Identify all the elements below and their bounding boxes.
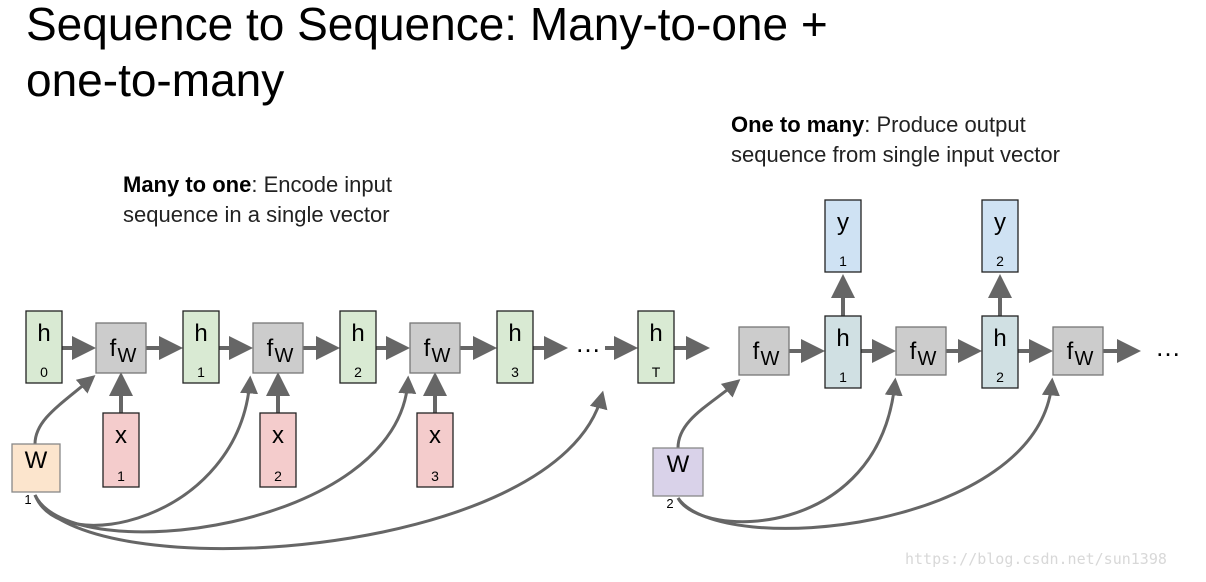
- svg-text:y: y: [994, 209, 1006, 236]
- svg-text:h: h: [194, 320, 207, 347]
- svg-text:h: h: [37, 320, 50, 347]
- svg-text:1: 1: [117, 468, 125, 484]
- svg-text:W: W: [25, 447, 48, 474]
- svg-text:f: f: [424, 335, 431, 362]
- svg-text:T: T: [652, 364, 661, 380]
- svg-text:y: y: [837, 209, 849, 236]
- many-to-one-caption: Many to one: Encode input sequence in a …: [123, 170, 392, 230]
- svg-text:3: 3: [431, 468, 439, 484]
- decoder-h-1-node: h1: [824, 315, 862, 389]
- encoder-h-T-node: hT: [637, 310, 675, 384]
- svg-text:W: W: [1075, 348, 1094, 370]
- svg-text:f: f: [753, 338, 760, 365]
- svg-text:W: W: [432, 345, 451, 367]
- svg-text:2: 2: [996, 369, 1004, 385]
- one-to-many-heading: One to many: [731, 112, 865, 137]
- slide-title: Sequence to Sequence: Many-to-one + one-…: [26, 0, 828, 108]
- svg-text:x: x: [429, 422, 441, 449]
- svg-text:W: W: [761, 348, 780, 370]
- svg-text:1: 1: [24, 492, 31, 507]
- svg-text:2: 2: [354, 364, 362, 380]
- svg-text:h: h: [649, 320, 662, 347]
- svg-text:W: W: [275, 345, 294, 367]
- svg-text:h: h: [508, 320, 521, 347]
- one-to-many-text-2: sequence from single input vector: [731, 142, 1060, 167]
- svg-text:2: 2: [666, 496, 673, 511]
- decoder-w2-node: W2: [652, 447, 704, 511]
- title-line-2: one-to-many: [26, 54, 285, 106]
- w1-to-hT: [33, 390, 608, 550]
- encoder-h-2-node: h2: [339, 310, 377, 384]
- title-line-1: Sequence to Sequence: Many-to-one +: [26, 0, 828, 50]
- svg-text:h: h: [351, 320, 364, 347]
- svg-text:1: 1: [839, 253, 847, 269]
- svg-text:f: f: [910, 338, 917, 365]
- svg-text:1: 1: [839, 369, 847, 385]
- many-to-one-text: : Encode input: [251, 172, 393, 197]
- w1-to-f1: [33, 375, 96, 445]
- one-to-many-caption: One to many: Produce output sequence fro…: [731, 110, 1060, 170]
- watermark: https://blog.csdn.net/sun1398: [905, 550, 1167, 568]
- many-to-one-text-2: sequence in a single vector: [123, 202, 390, 227]
- encoder-ellipsis: …: [575, 328, 601, 358]
- svg-text:3: 3: [511, 364, 519, 380]
- encoder-x-2-node: x2: [259, 412, 297, 488]
- svg-text:h: h: [836, 325, 849, 352]
- svg-text:1: 1: [197, 364, 205, 380]
- many-to-one-heading: Many to one: [123, 172, 252, 197]
- decoder-ellipsis: …: [1155, 332, 1181, 362]
- w1-to-f2: [33, 375, 258, 527]
- encoder-h-0-node: h0: [25, 310, 63, 384]
- svg-text:W: W: [667, 451, 690, 478]
- encoder-h-3-node: h3: [496, 310, 534, 384]
- w1-to-f3: [33, 375, 417, 534]
- encoder-w1-node: W1: [11, 443, 61, 507]
- svg-text:h: h: [993, 325, 1006, 352]
- svg-text:0: 0: [40, 364, 48, 380]
- encoder-x-3-node: x3: [416, 412, 454, 488]
- encoder-x-1-node: x1: [102, 412, 140, 488]
- svg-text:f: f: [1067, 338, 1074, 365]
- svg-text:2: 2: [996, 253, 1004, 269]
- w2-to-f3: [676, 377, 1060, 530]
- svg-text:x: x: [115, 422, 127, 449]
- w2-to-f1: [676, 379, 741, 449]
- encoder-h-1-node: h1: [182, 310, 220, 384]
- svg-text:2: 2: [274, 468, 282, 484]
- decoder-y-2-node: y2: [981, 199, 1019, 273]
- svg-text:x: x: [272, 422, 284, 449]
- decoder-y-1-node: y1: [824, 199, 862, 273]
- svg-text:W: W: [118, 345, 137, 367]
- svg-text:W: W: [918, 348, 937, 370]
- svg-text:f: f: [110, 335, 117, 362]
- decoder-h-2-node: h2: [981, 315, 1019, 389]
- one-to-many-text: : Produce output: [864, 112, 1026, 137]
- svg-text:f: f: [267, 335, 274, 362]
